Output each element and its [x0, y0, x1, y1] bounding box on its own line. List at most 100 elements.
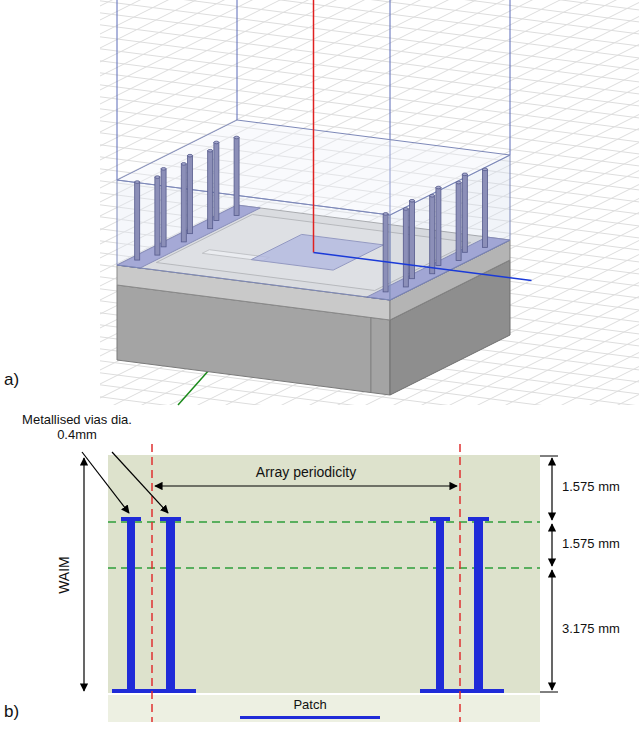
via-body: [483, 169, 488, 247]
via-body: [155, 177, 160, 255]
via-post: [208, 149, 213, 228]
via-post: [234, 136, 239, 215]
waim-layer: [108, 455, 540, 693]
cell-boundary: [459, 444, 461, 722]
via-body: [456, 183, 461, 261]
via-body: [383, 214, 388, 292]
via-body: [436, 188, 441, 266]
via-top: [208, 149, 213, 152]
via-top: [155, 176, 160, 179]
via-post: [456, 181, 461, 260]
via-body: [208, 151, 213, 229]
grid-line: [100, 24, 639, 106]
via-top: [161, 168, 166, 171]
via-body: [403, 209, 408, 287]
dimension-label: Array periodicity: [253, 464, 359, 480]
via: [127, 520, 135, 692]
via-top: [214, 141, 219, 144]
via-top: [181, 163, 186, 166]
panel-label: b): [4, 702, 19, 722]
via-top: [462, 173, 467, 176]
grid-line: [100, 0, 639, 82]
patch: [240, 716, 380, 719]
via-top: [483, 168, 488, 171]
via-body: [430, 196, 435, 274]
grid-line: [100, 115, 639, 406]
via-body: [187, 156, 192, 234]
dimension-arrow: [551, 458, 552, 520]
via-post: [181, 163, 186, 242]
dimension-arrow: [551, 570, 552, 690]
via-pad: [112, 689, 196, 693]
grid-line: [100, 87, 639, 406]
grid-line: [100, 0, 639, 14]
x-axis: [314, 253, 532, 281]
via-post: [462, 173, 467, 252]
grid-line: [100, 3, 639, 323]
via-post: [135, 181, 140, 260]
grid-line: [100, 395, 639, 406]
dimension-label: WAIM: [56, 556, 72, 594]
via-top: [410, 199, 415, 202]
via: [474, 520, 483, 692]
via-top: [234, 136, 239, 139]
dimension-label: 1.575 mm: [562, 537, 620, 552]
patch-substrate: [108, 695, 540, 722]
via-top: [403, 208, 408, 211]
background-grid: [100, 0, 639, 405]
via-top: [430, 194, 435, 197]
grid-line: [100, 0, 639, 70]
via-body: [234, 138, 239, 216]
leader-arrow: [82, 452, 129, 513]
via-cap: [468, 517, 489, 521]
unit-cell-model: [117, 0, 532, 405]
grid-line: [100, 60, 639, 142]
grid-line: [100, 0, 639, 56]
grid-line: [100, 48, 639, 130]
via-top: [187, 154, 192, 157]
grid-line: [100, 0, 639, 10]
via-body: [462, 174, 467, 252]
grid-line: [100, 0, 639, 28]
via-post: [161, 168, 166, 247]
grid-line: [100, 0, 639, 126]
extension-line: [540, 456, 558, 457]
via-body: [135, 182, 140, 260]
via-top: [135, 181, 140, 184]
air-box-edge: [510, 0, 511, 155]
via-post: [436, 186, 441, 265]
z-axis: [313, 0, 315, 253]
cross-section: [82, 444, 558, 722]
via-cap: [430, 517, 450, 521]
via-post: [383, 213, 388, 292]
panel-label: a): [4, 370, 19, 390]
via-post: [410, 199, 415, 278]
via-body: [214, 142, 219, 220]
grid-line: [100, 0, 639, 154]
via-callout: Metallised vias dia. 0.4mm: [21, 413, 133, 443]
via-top: [456, 181, 461, 184]
via: [436, 520, 444, 692]
dimension-arrow: [155, 485, 457, 486]
via-cap: [121, 517, 141, 521]
via-body: [181, 164, 186, 242]
extension-line: [540, 692, 558, 693]
cell-boundary: [151, 444, 153, 722]
dimension-arrow: [83, 458, 84, 691]
air-box-edge: [237, 0, 238, 120]
via-cap: [160, 517, 181, 521]
leader-arrow: [112, 452, 168, 513]
via: [166, 520, 175, 692]
via-post: [214, 141, 219, 220]
via-post: [155, 176, 160, 255]
dimension-label: 1.575 mm: [562, 480, 620, 495]
via-post: [483, 168, 488, 247]
via-pad: [420, 689, 504, 693]
via-top: [383, 213, 388, 216]
via-post: [403, 208, 408, 287]
grid-line: [100, 17, 639, 337]
dimension-label: 3.175 mm: [562, 622, 620, 637]
air-box-edge: [117, 0, 118, 180]
